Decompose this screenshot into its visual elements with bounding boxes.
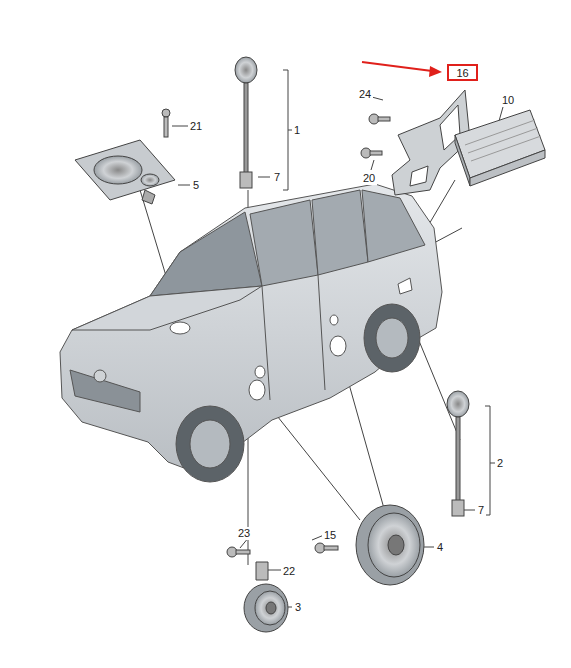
callout-number: 3: [293, 601, 303, 614]
amplifier: [455, 110, 545, 186]
callout-number: 2: [495, 457, 505, 470]
callout-number: 16: [457, 68, 476, 79]
tweeter-front: [235, 57, 257, 188]
callout-number: 21: [188, 120, 204, 133]
callout-number: 20: [361, 172, 377, 185]
tweeter-rear: [447, 391, 469, 516]
callout-number: 10: [500, 94, 516, 107]
callout-number: 4: [435, 541, 445, 554]
callout-number: 1: [292, 124, 302, 137]
callout-number: 23: [236, 527, 252, 540]
callout-number: 22: [281, 565, 297, 578]
callout-number: 15: [322, 529, 338, 542]
highlight-box: 16: [447, 64, 478, 81]
vehicle-body: [60, 184, 442, 482]
callout-number: 24: [357, 88, 373, 101]
callout-number: 7: [272, 171, 282, 184]
red-pointer-arrow: [362, 62, 442, 77]
callout-number: 5: [191, 179, 201, 192]
callout-number: 7: [476, 504, 486, 517]
woofer: [244, 505, 424, 632]
dash-speaker: [75, 140, 175, 204]
screw: [162, 109, 390, 580]
